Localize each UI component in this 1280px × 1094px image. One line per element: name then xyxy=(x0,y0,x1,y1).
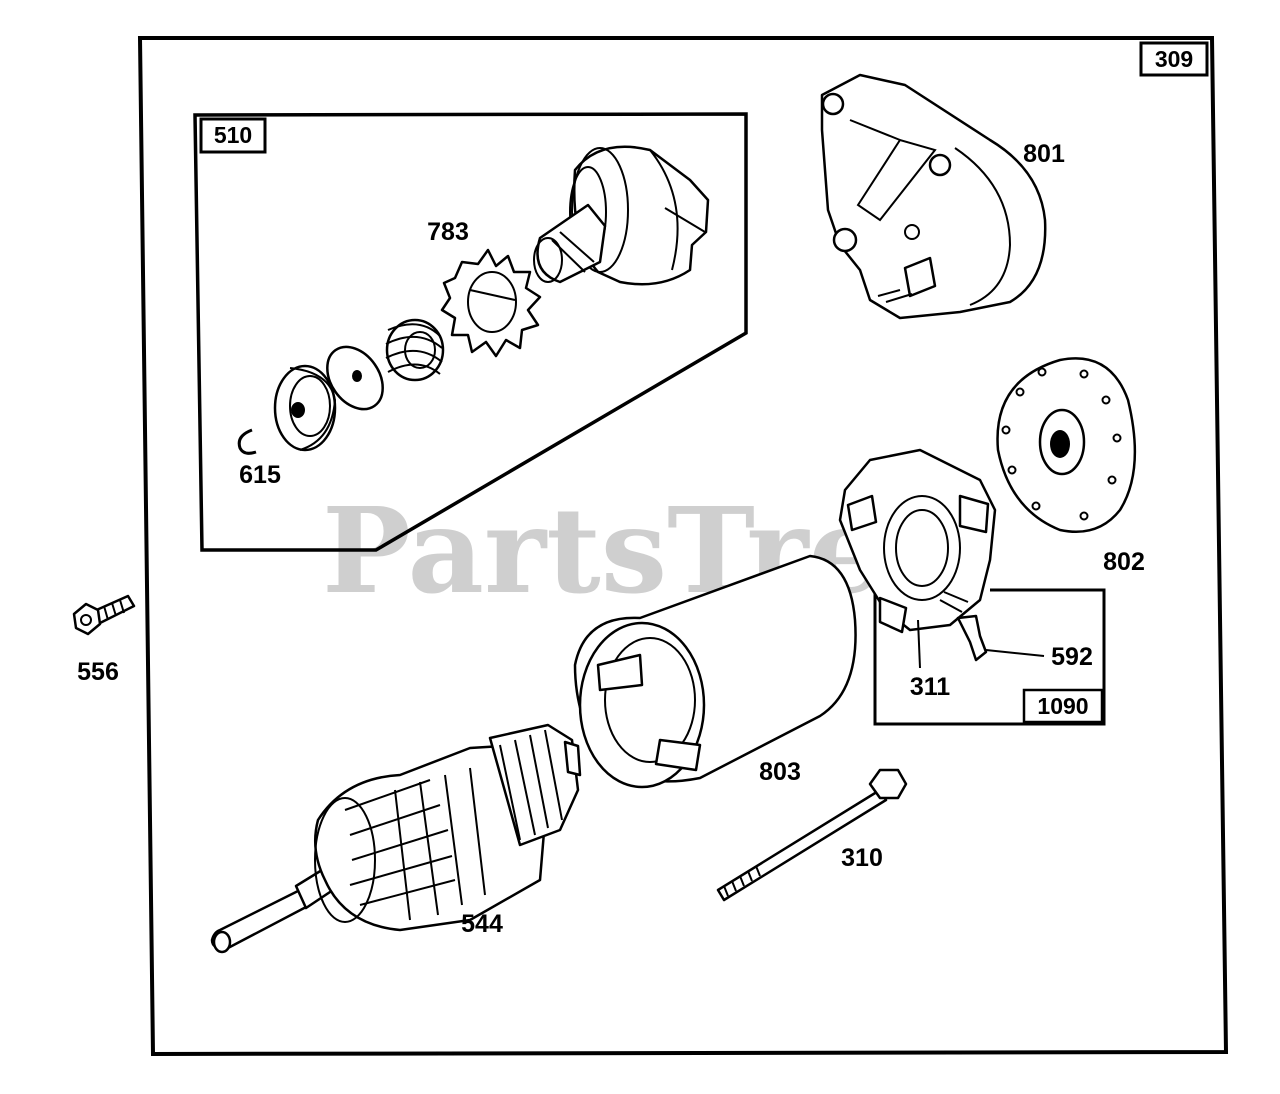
pinion-gear xyxy=(440,248,542,358)
thrust-washer xyxy=(326,345,384,411)
callout-783: 783 xyxy=(427,218,469,246)
frame-label-box xyxy=(1139,41,1209,77)
through-bolt xyxy=(716,768,908,902)
callout-803: 803 xyxy=(759,758,801,786)
callout-802: 802 xyxy=(1103,548,1145,576)
leader-311 xyxy=(917,619,921,669)
kit-510-label-box xyxy=(199,117,267,154)
callout-544: 544 xyxy=(461,910,503,938)
drive-housing xyxy=(533,145,710,286)
callout-615: 615 xyxy=(239,461,281,489)
callout-592: 592 xyxy=(1051,643,1093,671)
commutator-end-plate xyxy=(996,357,1137,534)
screw xyxy=(72,594,136,636)
spring xyxy=(385,318,445,382)
outer-frame xyxy=(137,36,1229,1057)
drive-end-cap xyxy=(820,73,1047,320)
kit-510-outline xyxy=(193,112,748,552)
frame-label: 309 xyxy=(1155,46,1193,72)
callout-801: 801 xyxy=(1023,140,1065,168)
armature xyxy=(210,723,582,954)
leader-592 xyxy=(985,649,1045,657)
field-housing xyxy=(573,554,857,789)
kit-510-label: 510 xyxy=(214,122,252,148)
callout-311: 311 xyxy=(910,673,950,701)
kit-1090-label-box xyxy=(1022,688,1104,724)
callout-556: 556 xyxy=(77,658,119,686)
stop-collar xyxy=(273,364,337,452)
retaining-ring xyxy=(237,428,257,455)
kit-1090-label: 1090 xyxy=(1037,693,1088,719)
callout-310: 310 xyxy=(841,844,883,872)
brush-holder xyxy=(838,448,997,662)
kit-1090-outline xyxy=(873,588,1106,726)
